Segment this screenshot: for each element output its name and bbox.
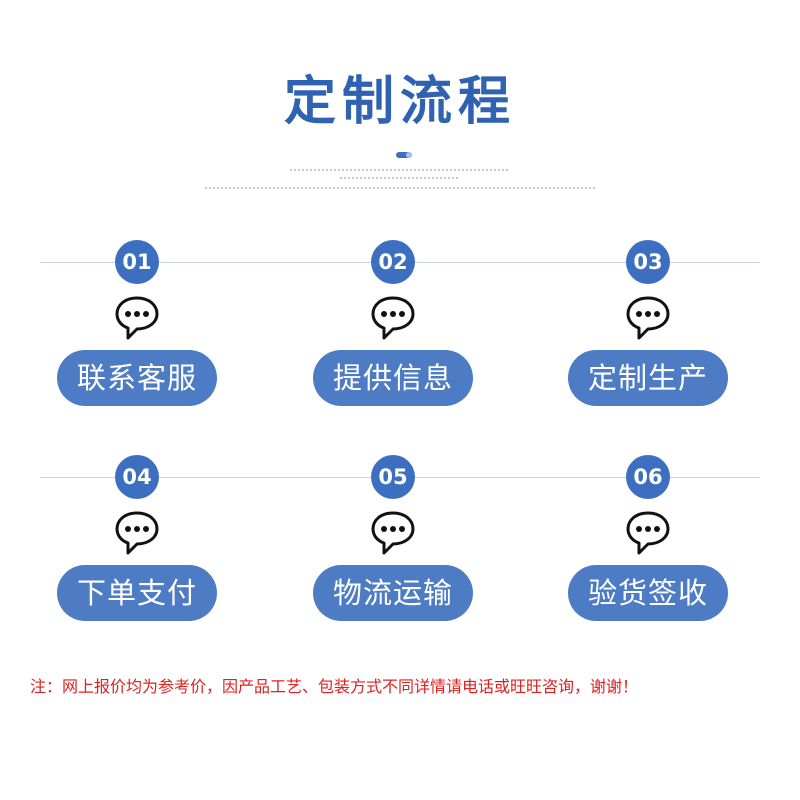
step-label: 验货签收: [568, 565, 728, 621]
step-number-badge: 02: [371, 240, 415, 284]
step-number-badge: 06: [626, 455, 670, 499]
step-label: 定制生产: [568, 350, 728, 406]
chat-bubble-icon: [371, 296, 415, 340]
step-6: 06 验货签收: [558, 455, 738, 625]
step-4: 04 下单支付: [47, 455, 227, 625]
step-1: 01 联系客服: [47, 240, 227, 410]
step-number-badge: 04: [115, 455, 159, 499]
step-label: 物流运输: [313, 565, 473, 621]
step-label: 联系客服: [57, 350, 217, 406]
chat-bubble-icon: [115, 511, 159, 555]
chat-bubble-icon: [626, 511, 670, 555]
step-2: 02 提供信息: [303, 240, 483, 410]
step-5: 05 物流运输: [303, 455, 483, 625]
step-number-badge: 03: [626, 240, 670, 284]
disclaimer-note: 注：网上报价均为参考价，因产品工艺、包装方式不同详情请电话或旺旺咨询，谢谢！: [30, 677, 639, 696]
title-decoration: [205, 152, 595, 189]
step-number-badge: 05: [371, 455, 415, 499]
step-label: 下单支付: [57, 565, 217, 621]
step-label: 提供信息: [313, 350, 473, 406]
page-title: 定制流程: [283, 72, 516, 132]
chat-bubble-icon: [626, 296, 670, 340]
chat-bubble-icon: [115, 296, 159, 340]
step-number-badge: 01: [115, 240, 159, 284]
step-3: 03 定制生产: [558, 240, 738, 410]
chat-bubble-icon: [371, 511, 415, 555]
